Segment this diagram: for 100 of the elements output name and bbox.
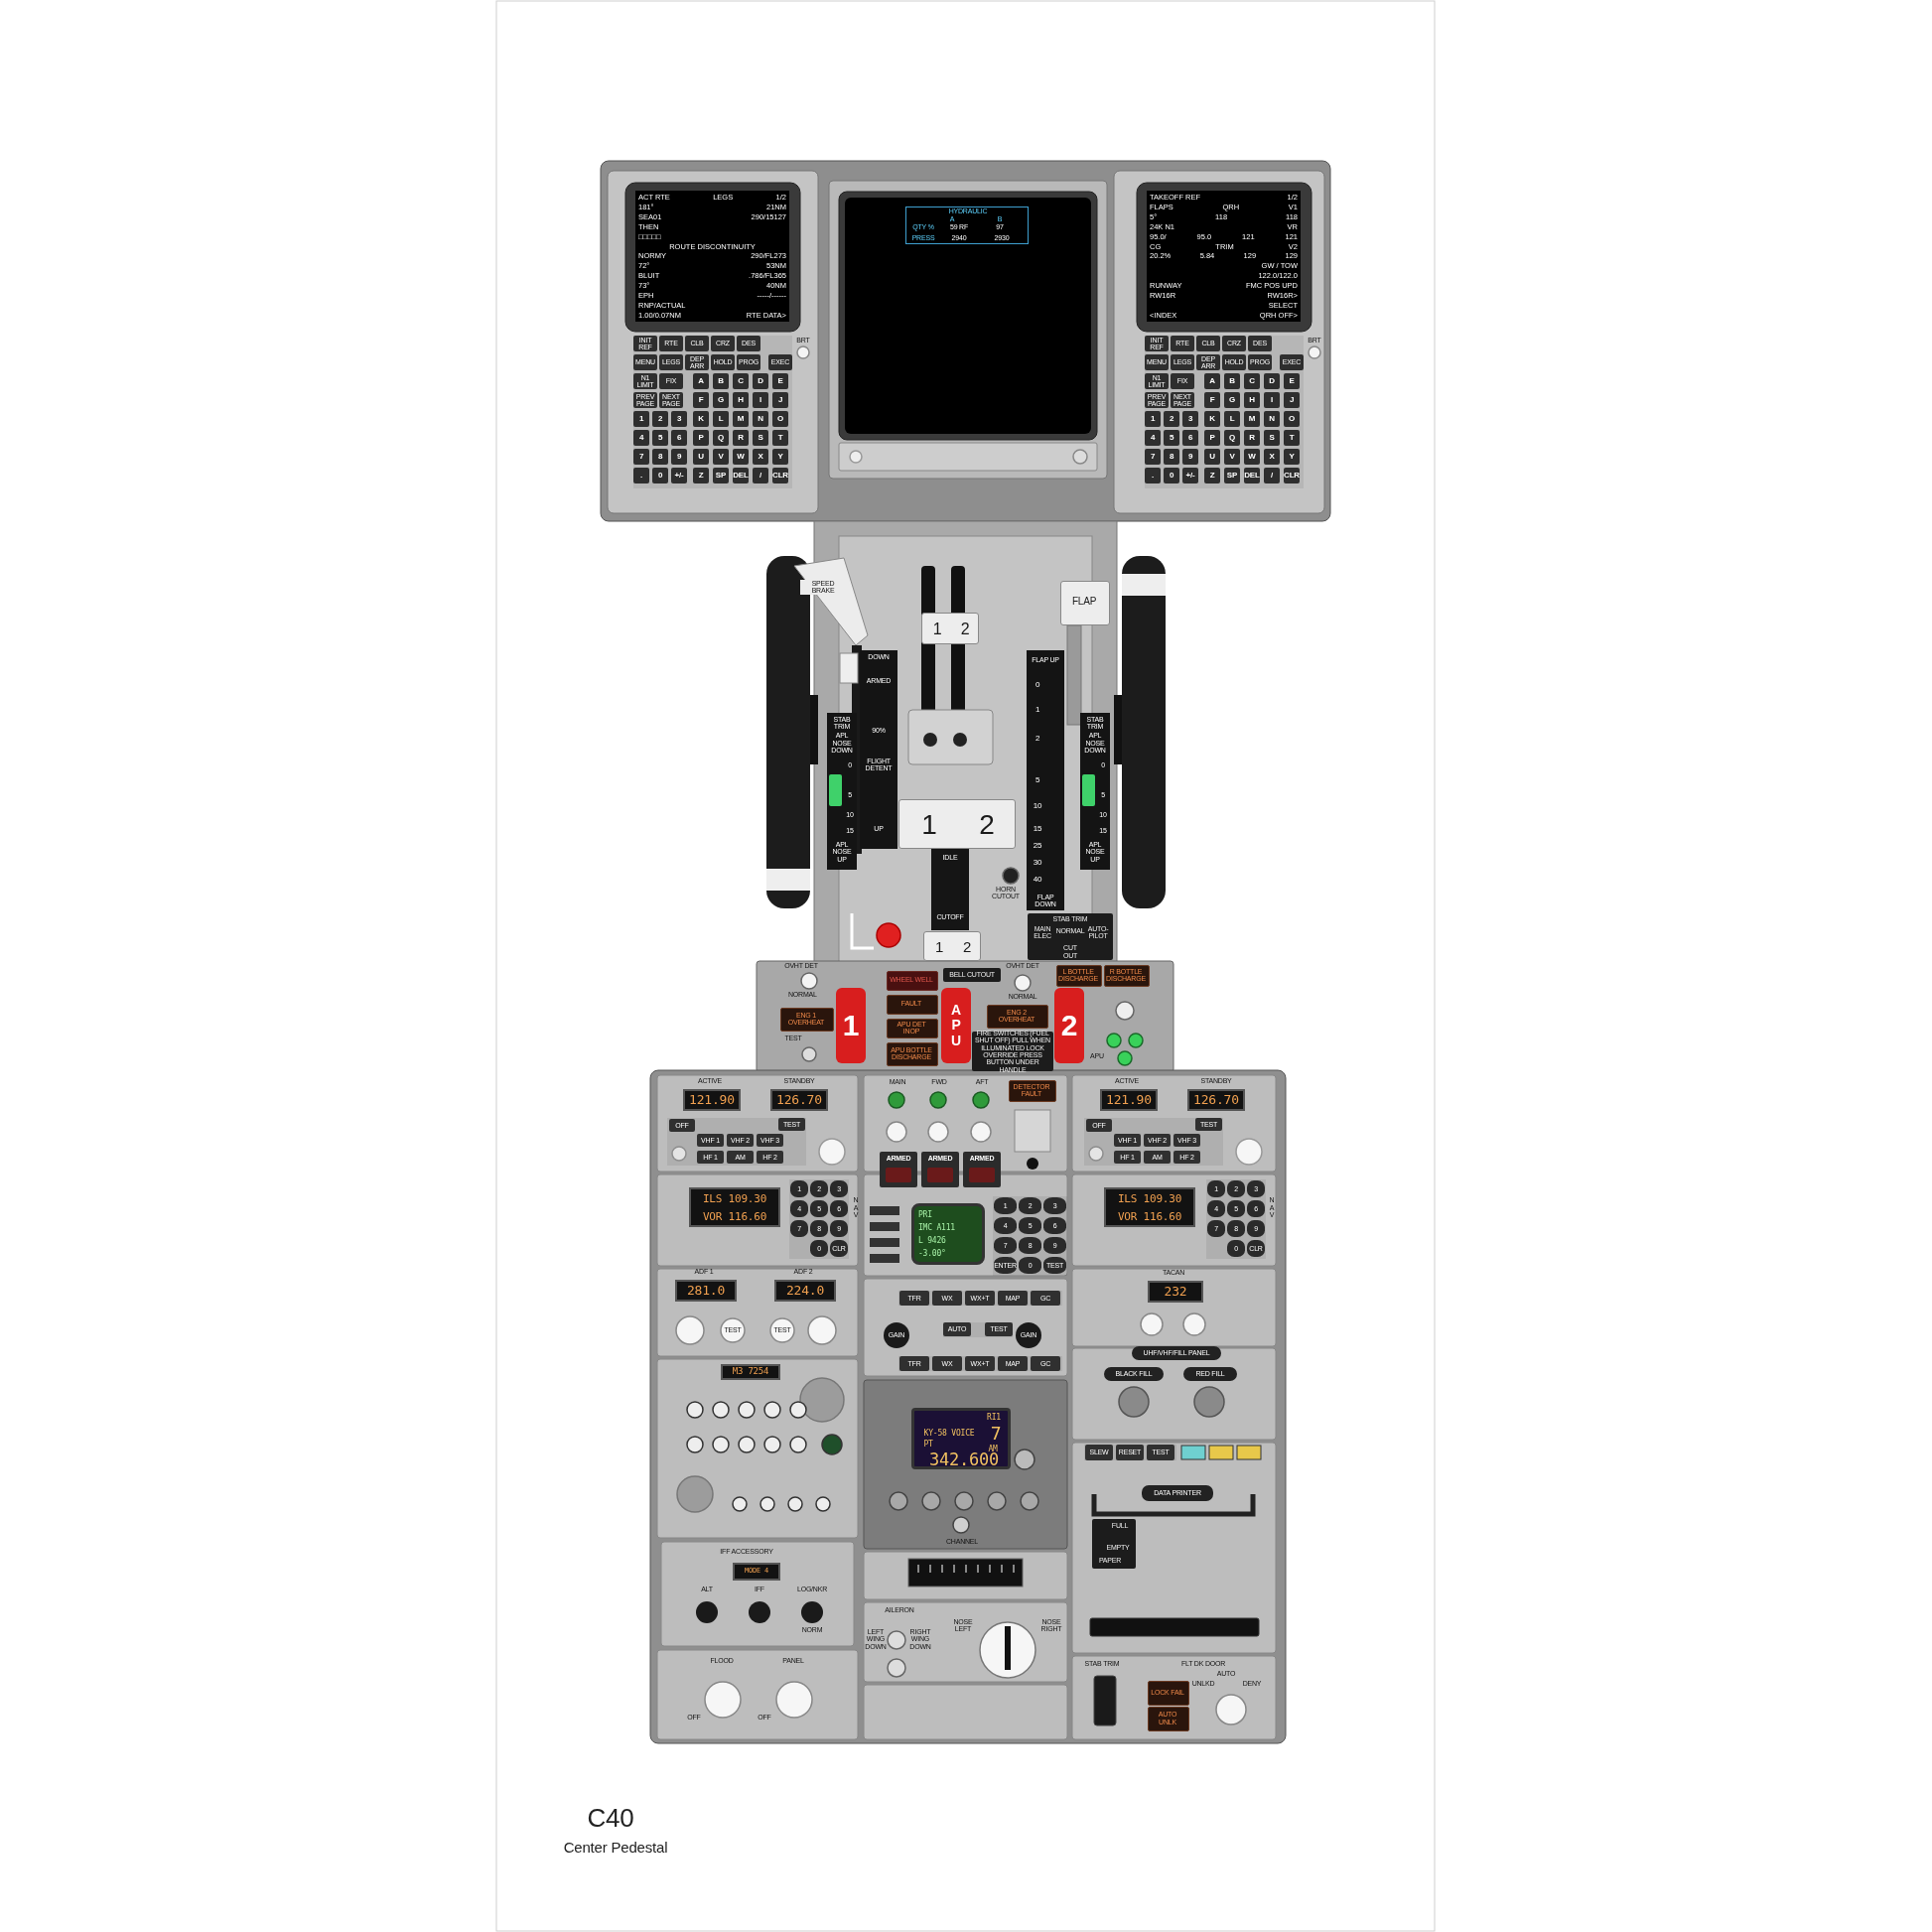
keypad-key: +/- — [671, 468, 687, 483]
keypad-key: P — [693, 430, 709, 446]
keypad-key: 9 — [1182, 449, 1198, 465]
display-text: PT — [922, 1440, 934, 1449]
keypad-key: 7 — [633, 449, 649, 465]
keypad-key: H — [1244, 392, 1260, 408]
keypad-key: B — [713, 373, 729, 389]
keypad-key: 2 — [1164, 411, 1179, 427]
keypad-key: U — [693, 449, 709, 465]
keypad-key: 2 — [652, 411, 668, 427]
keypad-key: O — [1284, 411, 1300, 427]
keypad-key: DEL — [733, 468, 749, 483]
keypad-key: +/- — [1182, 468, 1198, 483]
digital-display — [774, 1280, 836, 1302]
keypad-key: D — [753, 373, 768, 389]
display-text: 121.90 — [1105, 1091, 1153, 1109]
display-text: ILS 109.30 — [701, 1190, 768, 1207]
scale-text: 25 — [1032, 841, 1043, 852]
keypad-key: Y — [1284, 449, 1300, 465]
keypad-key: X — [1264, 449, 1280, 465]
keypad-key: 3 — [1182, 411, 1198, 427]
fire-handle — [941, 988, 971, 1063]
annunciator-light — [987, 1005, 1048, 1029]
button-panel — [1084, 1118, 1223, 1166]
keypad-key: CLR — [772, 468, 788, 483]
keypad-key: T — [1284, 430, 1300, 446]
keypad-key: 5 — [652, 430, 668, 446]
keypad-key: 4 — [1145, 430, 1161, 446]
legend-text: FLAP — [1070, 595, 1098, 610]
display-text: 126.70 — [1192, 1091, 1240, 1109]
keypad-key: C — [1244, 373, 1260, 389]
placard — [1132, 1346, 1221, 1360]
keypad-key: R — [1244, 430, 1260, 446]
digital-display — [733, 1563, 780, 1581]
keypad-key: M — [733, 411, 749, 427]
digital-display — [683, 1089, 741, 1111]
armed-switch — [880, 1152, 917, 1187]
keypad-key: Z — [693, 468, 709, 483]
keypad-key: 6 — [1182, 430, 1198, 446]
keypad — [1206, 1179, 1266, 1259]
keypad-key: A — [1204, 373, 1220, 389]
keypad-key: W — [733, 449, 749, 465]
keypad-key: F — [1204, 392, 1220, 408]
legend-text: 1 — [931, 619, 943, 639]
lever-knob — [923, 931, 981, 961]
keypad-key: I — [753, 392, 768, 408]
keypad-key: S — [753, 430, 768, 446]
keypad-key: L — [1224, 411, 1240, 427]
keypad-key: 8 — [1164, 449, 1179, 465]
scale-text: 15 — [1032, 824, 1043, 835]
keypad — [789, 1179, 849, 1259]
button-panel — [943, 1322, 1013, 1337]
keypad-key: P — [1204, 430, 1220, 446]
digital-display — [689, 1187, 780, 1227]
button-panel — [667, 1118, 806, 1166]
fire-handle — [1054, 988, 1084, 1063]
keypad-key: 9 — [671, 449, 687, 465]
digital-display — [1148, 1281, 1203, 1303]
digital-display — [770, 1089, 828, 1111]
legend-text: 2 — [961, 937, 973, 958]
display-text: IMC A111 — [918, 1222, 956, 1234]
digital-display — [1104, 1187, 1195, 1227]
scale-text: 40 — [1032, 875, 1043, 886]
poster-title: C40 — [586, 1805, 635, 1833]
keypad-key: 1 — [1145, 411, 1161, 427]
display-text: AM — [988, 1445, 999, 1453]
display-text: VOR 116.60 — [1116, 1208, 1183, 1225]
keypad-key: 0 — [1164, 468, 1179, 483]
keypad-key: V — [1224, 449, 1240, 465]
keypad-key: D — [1264, 373, 1280, 389]
keypad — [1145, 336, 1304, 488]
display-text: ILS 109.30 — [1116, 1190, 1183, 1207]
display-text: L 9426 — [918, 1235, 947, 1247]
keypad-key: L — [713, 411, 729, 427]
annunciator-light — [780, 1008, 834, 1032]
keypad-key: Q — [1224, 430, 1240, 446]
keypad-key: SP — [713, 468, 729, 483]
nav-display — [911, 1203, 985, 1265]
keypad-key: 1 — [633, 411, 649, 427]
keypad-key: W — [1244, 449, 1260, 465]
placard — [1104, 1367, 1164, 1381]
scale-text: 0 — [1034, 680, 1041, 691]
scale-text: 10 — [1032, 801, 1043, 812]
annunciator-light — [1148, 1681, 1189, 1706]
keypad-key: K — [693, 411, 709, 427]
keypad-key: 5 — [1164, 430, 1179, 446]
placard — [1092, 1519, 1136, 1569]
keypad-key: / — [753, 468, 768, 483]
keypad-key: . — [633, 468, 649, 483]
display-text: KY-58 VOICE — [922, 1429, 976, 1439]
keypad-key: U — [1204, 449, 1220, 465]
scale-text: 1 — [1034, 705, 1041, 716]
display-text: 126.70 — [775, 1091, 823, 1109]
keypad-key: SP — [1224, 468, 1240, 483]
keypad-key: S — [1264, 430, 1280, 446]
radio-display — [911, 1408, 1011, 1469]
display-text: 281.0 — [685, 1282, 727, 1300]
cdu-screen — [635, 191, 789, 322]
scale-strip — [860, 650, 897, 849]
armed-switch — [963, 1152, 1001, 1187]
